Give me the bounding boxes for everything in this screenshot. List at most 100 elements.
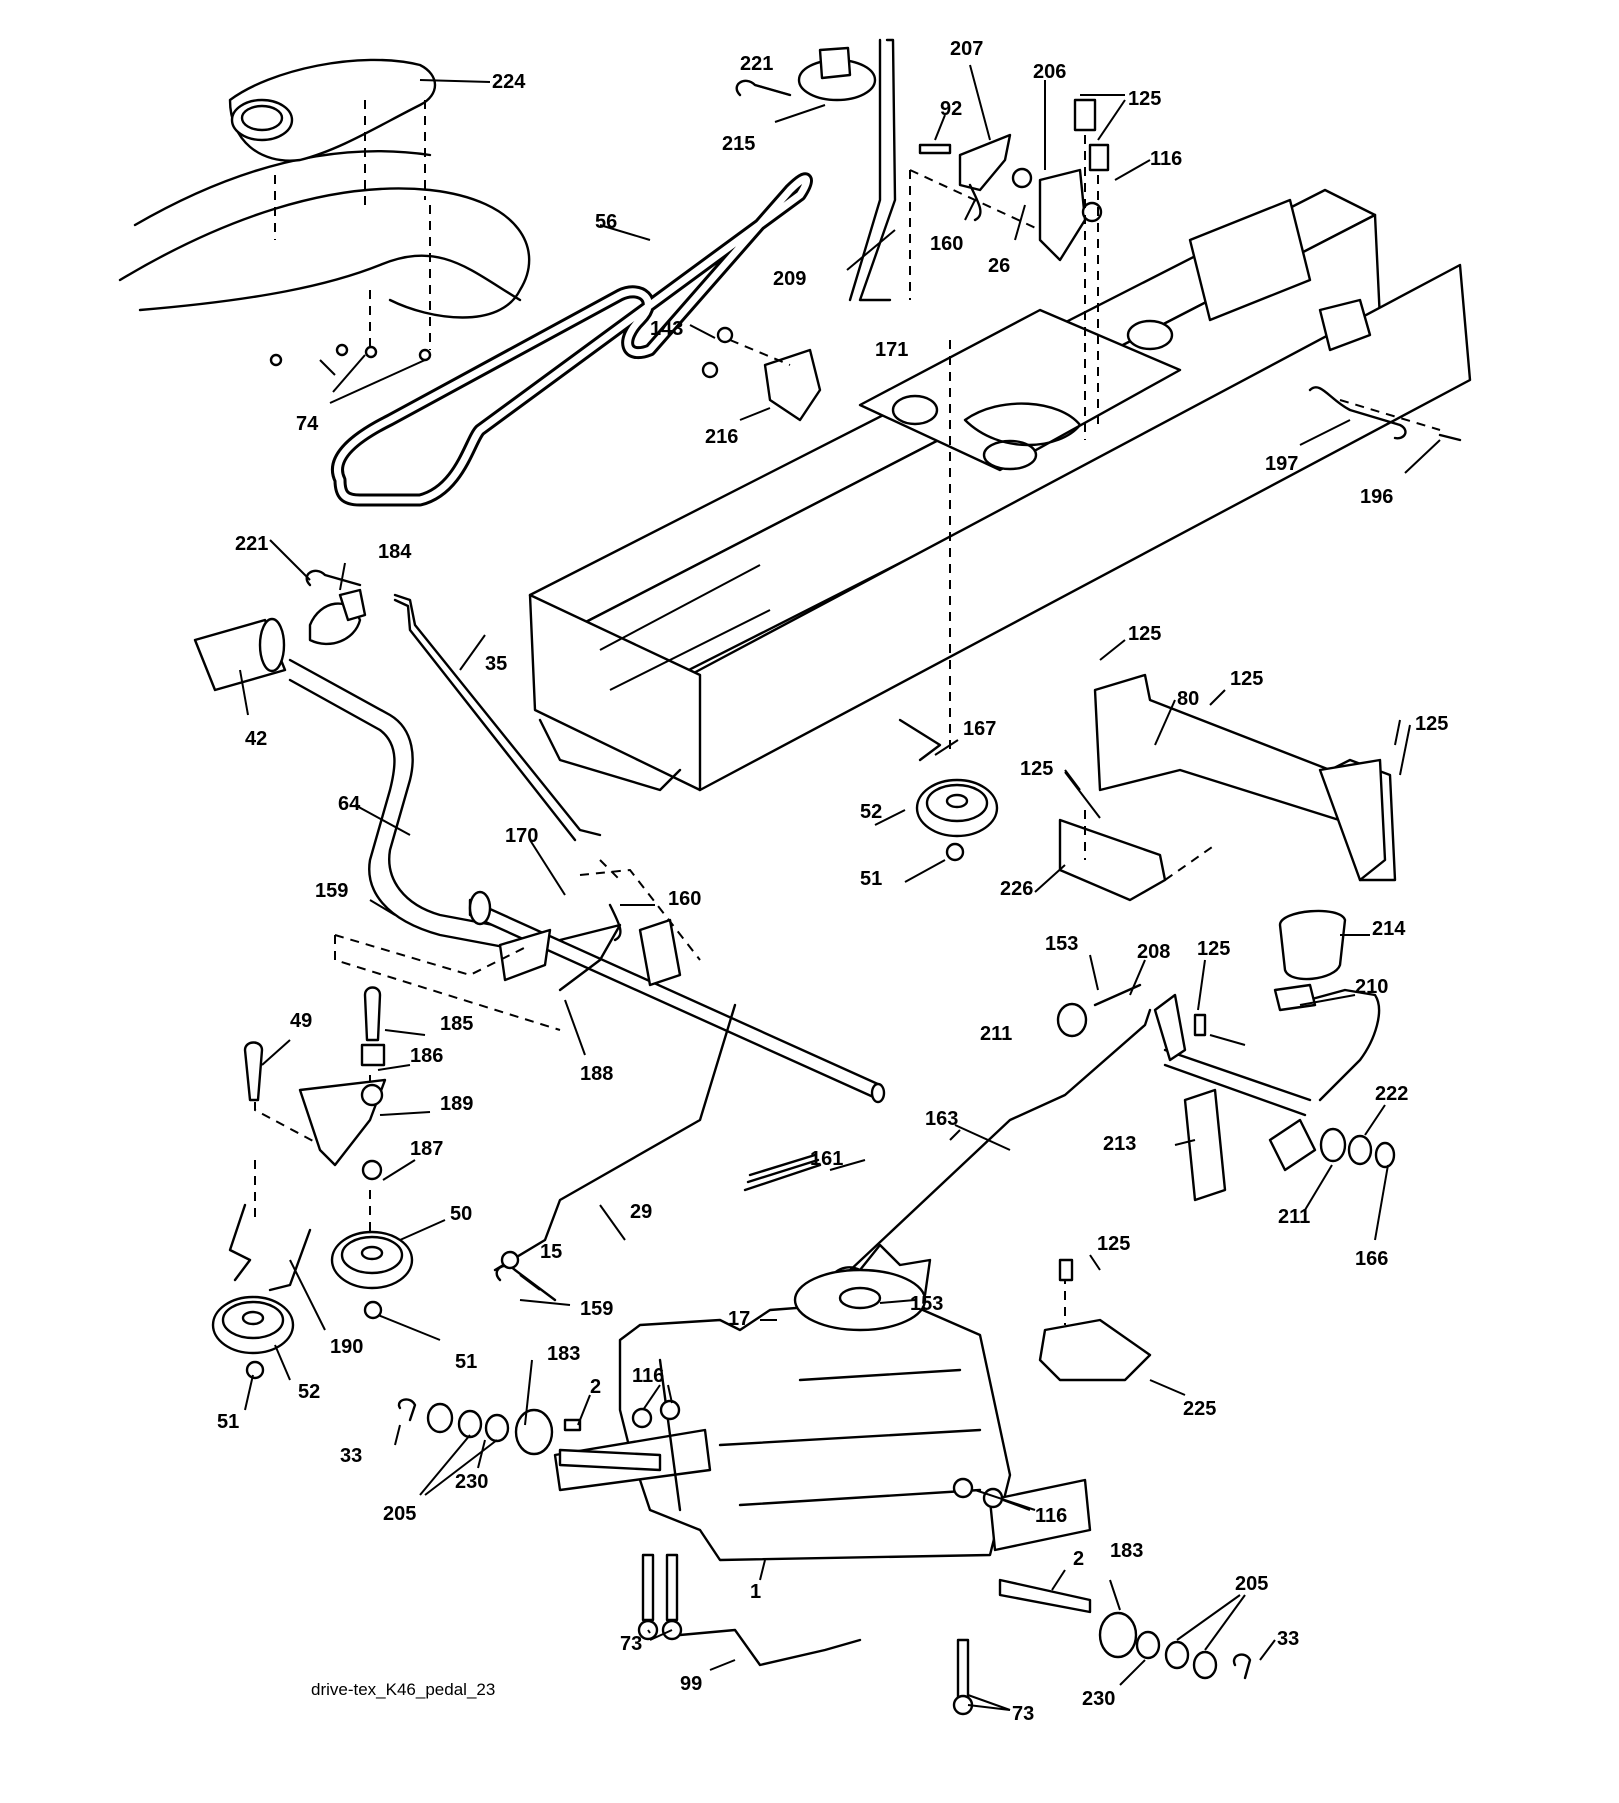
drive-belt-shape: [331, 172, 813, 507]
callout-167: 170: [505, 825, 538, 847]
callout-49: 49: [290, 1010, 312, 1032]
fender-shape: [118, 149, 531, 319]
callout-labels: 224 221 215 56 74 207 206 92 125 116 160…: [217, 38, 1448, 1725]
callout-226: 226: [1000, 878, 1033, 900]
knob-small-shape: [308, 588, 367, 646]
mount-bracket-shape: [1093, 673, 1397, 882]
callout-125-pedal: 125: [1197, 938, 1230, 960]
grip-shape: [193, 617, 287, 692]
callout-64: 64: [338, 793, 361, 815]
callout-221-left: 221: [235, 533, 268, 555]
callout-211-bottom: 211: [1278, 1206, 1310, 1228]
callout-2-left: 2: [590, 1376, 601, 1398]
callout-125-bracket-left: 125: [1020, 758, 1053, 780]
control-rod-shape: [393, 593, 602, 842]
callout-56: 56: [595, 211, 617, 233]
callout-116-right: 116: [1035, 1505, 1067, 1527]
lift-rod-shape: [848, 38, 897, 302]
leader-lines: [239, 64, 1441, 1711]
idler-spring-shape: [228, 1203, 312, 1292]
callout-116-center: 116: [632, 1365, 664, 1387]
callout-160-top: 160: [930, 233, 963, 255]
callout-143: 143: [650, 318, 683, 340]
pedal-cover-shape: [1183, 1088, 1227, 1202]
callout-159-bottom: 159: [580, 1298, 613, 1320]
bracket-plate-shape: [918, 98, 1110, 262]
callout-73-right: 73: [1012, 1703, 1034, 1725]
pedal-pad-shape: [1278, 909, 1347, 981]
callout-52-left: 52: [298, 1381, 320, 1403]
callout-51-left: 51: [217, 1411, 239, 1433]
callout-197: 197: [1265, 453, 1298, 475]
callout-74: 74: [296, 413, 319, 435]
rear-hook-shape: [1308, 386, 1462, 442]
callout-2-right: 2: [1073, 1548, 1084, 1570]
transaxle-bolts-shape: [631, 1399, 1004, 1716]
cross-shaft-shape: [468, 890, 886, 1104]
callout-159-top: 159: [315, 880, 348, 902]
callout-99: 99: [680, 1673, 702, 1695]
callout-215: 213: [1103, 1133, 1136, 1155]
brake-rod-shape: [493, 1003, 737, 1272]
callout-80: 80: [1177, 688, 1199, 710]
callout-33-right: 33: [1277, 1628, 1299, 1650]
callout-92: 92: [940, 98, 962, 120]
pedal-rod-shape: [843, 1008, 1152, 1277]
callout-211-top: 211: [980, 1023, 1012, 1045]
transaxle-shape: [553, 1243, 1092, 1562]
callout-213: 215: [722, 133, 755, 155]
callout-52-right: 52: [860, 801, 882, 823]
callout-73-left: 73: [620, 1633, 642, 1655]
callout-125-bracket-right: 125: [1415, 713, 1448, 735]
shift-lever-shape: [288, 658, 522, 952]
callout-188: 188: [580, 1063, 613, 1085]
callout-163: 163: [925, 1108, 958, 1130]
callout-186: 186: [410, 1045, 443, 1067]
callout-51-center: 51: [455, 1351, 477, 1373]
brake-pedal-shape: [1268, 983, 1381, 1172]
diagram-id-caption: drive-tex_K46_pedal_23: [311, 1680, 496, 1699]
callout-190: 190: [330, 1336, 363, 1358]
axle-left-shape: [514, 1408, 662, 1472]
bypass-rod-shape: [678, 1628, 862, 1667]
pivot-plate-shape: [701, 326, 822, 422]
callout-26: 26: [988, 255, 1010, 277]
callout-42: 42: [245, 728, 267, 750]
shaft-dashed-lines: [254, 859, 701, 1240]
washer-stack-left-shape: [397, 1398, 510, 1443]
pedal-bushing-shape: [1319, 1127, 1396, 1169]
skid-plate-shape: [1038, 1258, 1152, 1382]
callout-221-top: 221: [740, 53, 773, 75]
callout-166: 166: [1355, 1248, 1388, 1270]
callout-222: 222: [1375, 1083, 1408, 1105]
callout-125-top: 125: [1128, 88, 1161, 110]
callout-187: 187: [410, 1138, 443, 1160]
axle-right-shape: [998, 1578, 1138, 1659]
callout-116-top: 116: [1150, 148, 1182, 170]
callout-170: 167: [963, 718, 996, 740]
callout-125-skid: 125: [1097, 1233, 1130, 1255]
callout-17: 17: [728, 1308, 750, 1330]
callout-153-top: 153: [1045, 933, 1078, 955]
callout-171: 171: [875, 339, 908, 361]
callout-160-mid: 160: [668, 888, 701, 910]
hairpin-clip-shape: [305, 79, 982, 942]
callout-125-bracket-top: 125: [1128, 623, 1161, 645]
callout-183-right: 183: [1110, 1540, 1143, 1562]
callout-29: 29: [630, 1201, 652, 1223]
washer-stack-right-shape: [1135, 1630, 1252, 1680]
callout-207: 207: [950, 38, 983, 60]
callout-51-right: 51: [860, 868, 882, 890]
idler-pulley-left-shape: [211, 1295, 295, 1380]
callout-153-bottom: 153: [910, 1293, 943, 1315]
callout-214: 214: [1372, 918, 1406, 940]
idler-pulley-right-shape: [898, 718, 999, 862]
callout-185: 185: [440, 1013, 473, 1035]
callout-161: 161: [810, 1148, 843, 1170]
dash-fasteners: [269, 100, 432, 367]
callout-184: 184: [378, 541, 412, 563]
callout-15: 15: [540, 1241, 562, 1263]
callout-33-left: 33: [340, 1445, 362, 1467]
callout-205-left: 205: [383, 1503, 416, 1525]
